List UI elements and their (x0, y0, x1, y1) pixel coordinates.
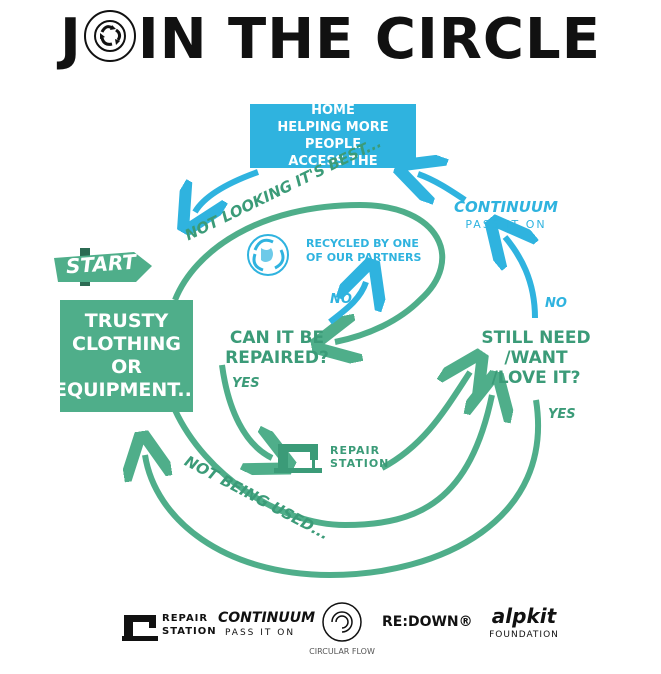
circular-flow-icon (322, 602, 362, 642)
trusty-box: TRUSTY CLOTHING OR EQUIPMENT... (54, 300, 199, 412)
recycled-text: RECYCLED BY ONE OF OUR PARTNERS (306, 237, 422, 264)
footer-continuum-sub: PASS IT ON (224, 628, 296, 638)
arrow-yes-loop (145, 399, 541, 579)
title-left: J (60, 7, 82, 72)
footer-continuum-title: CONTINUUM (218, 610, 316, 626)
title-right: IN THE CIRCLE (137, 7, 601, 72)
sewing-machine-icon (274, 444, 322, 473)
start-sign-icon (54, 248, 152, 286)
continuum-title: CONTINUUM (454, 198, 558, 216)
repair-question: CAN IT BE REPAIRED? (225, 328, 329, 368)
arrow-no-continuum (505, 237, 535, 319)
continuum-subtitle: PASS IT ON (465, 218, 547, 231)
yes-repair-label: YES (232, 376, 260, 391)
footer-alpkit-sub: FOUNDATION (489, 630, 559, 640)
new-home-box: WE FIND IT A NEW HOME HELPING MORE PEOPL… (250, 86, 416, 186)
arrow-new-home-left (195, 169, 260, 212)
still-need-question: STILL NEED /WANT /LOVE IT? (481, 328, 591, 388)
arrow-not-being-used (172, 395, 492, 529)
arrow-continuum-home (418, 174, 467, 200)
recycle-globe-icon (247, 234, 289, 276)
arrow-yes-repair (219, 364, 272, 458)
recycle-badge-icon (83, 10, 136, 62)
repair-station-label: REPAIR STATION (330, 444, 390, 470)
no-still-label: NO (545, 296, 567, 311)
new-home-text: WE FIND IT A NEW HOME HELPING MORE PEOPL… (265, 86, 401, 186)
footer-circular-flow: CIRCULAR FLOW (309, 647, 375, 656)
arrow-repair-still (380, 372, 470, 471)
arrow-no-recycle (328, 282, 366, 325)
no-repair-label: NO (330, 292, 352, 307)
footer-repair-station-icon (122, 615, 158, 641)
page-title: J IN THE CIRCLE (0, 8, 661, 72)
footer-repair-station: REPAIR STATION (162, 613, 217, 637)
footer-alpkit-title: alpkit (491, 604, 557, 628)
footer-redown: RE:DOWN® (382, 614, 473, 630)
yes-still-label: YES (548, 407, 576, 422)
